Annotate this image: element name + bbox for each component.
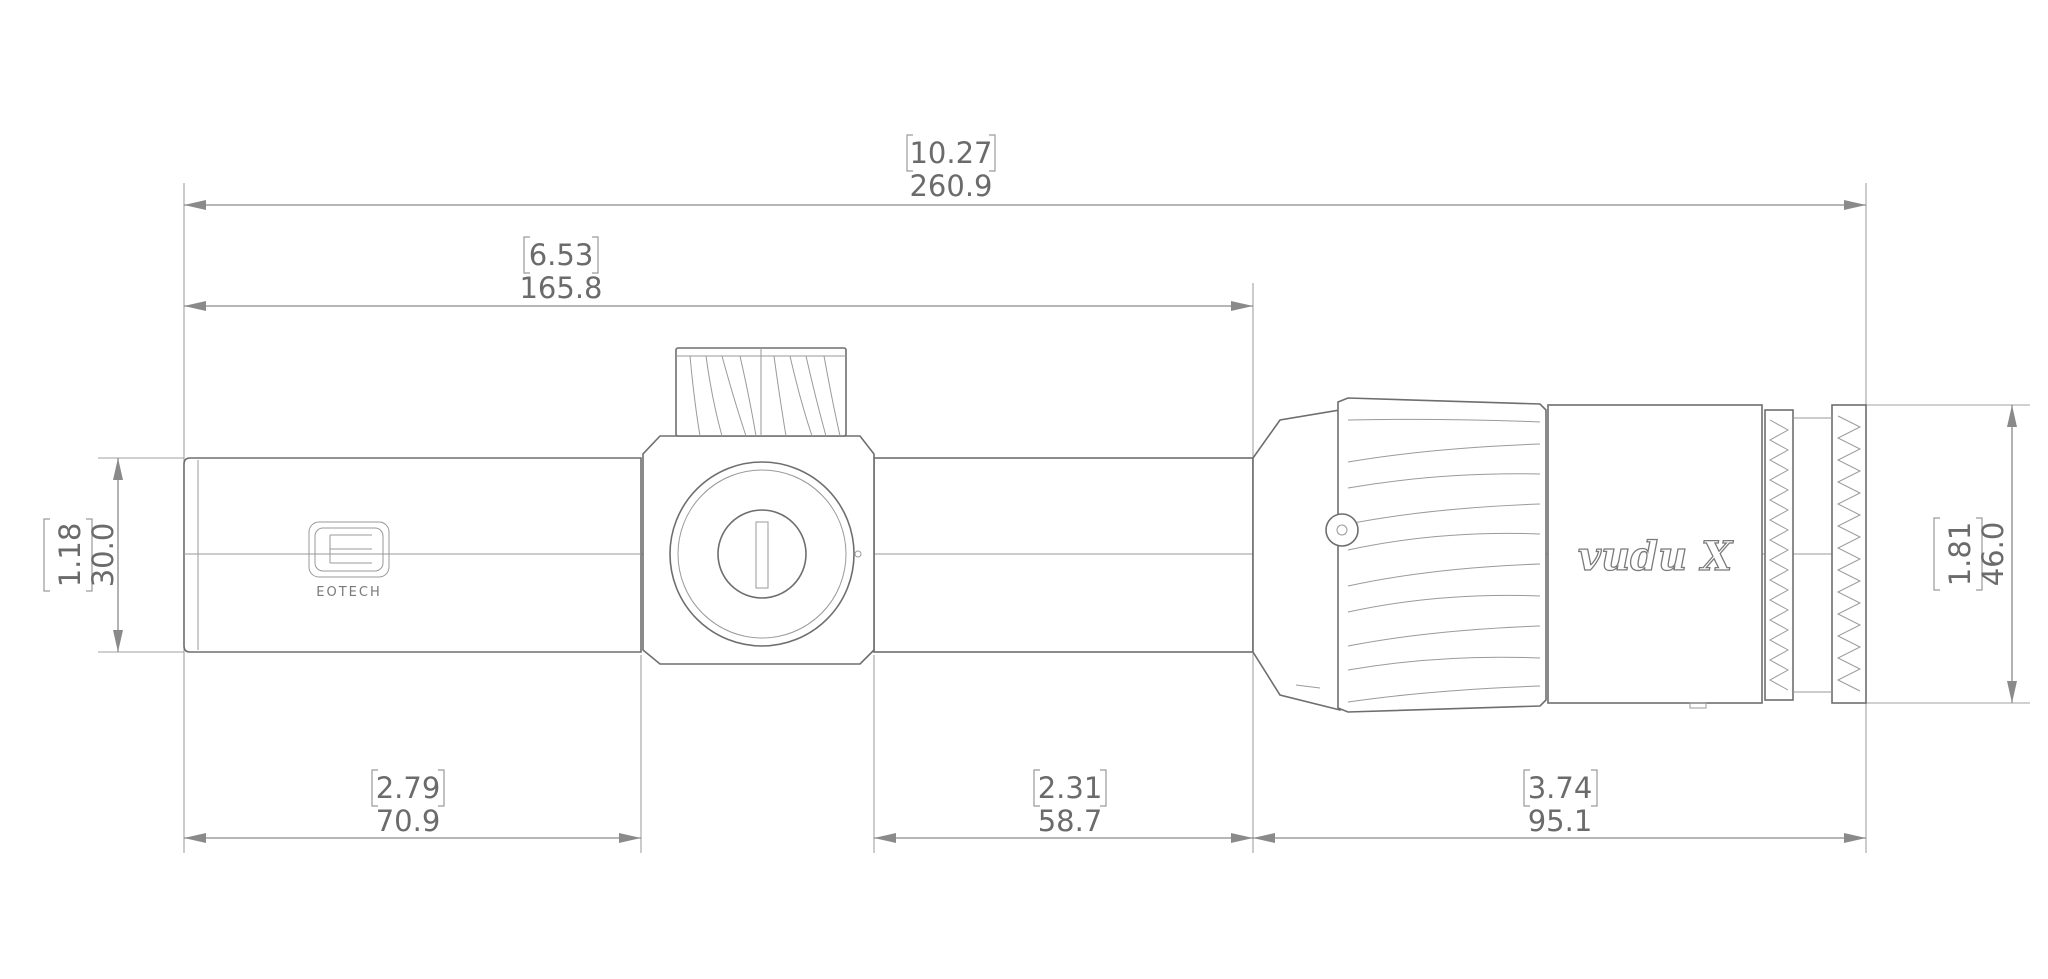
magnification-ring [1325,397,1547,713]
dimension-lines [98,183,2030,853]
rear-tube [873,457,1254,653]
overall-length-dim-line [184,200,1866,210]
scope-body: EOTECH vudu X [183,347,1867,713]
eyepiece-mm: 95.1 [1528,804,1593,838]
front-tube-inch: 2.79 [376,771,441,805]
turret-length-dim-line [184,301,1253,311]
turret-length-inch: 6.53 [529,238,594,272]
eyepiece-diameter-mm: 46.0 [1976,522,2010,587]
elevation-turret [675,347,847,437]
eyepiece-diameter-dim-line [2007,405,2017,703]
eyepiece-body [1547,404,1763,704]
diopter-ring [1764,404,1867,704]
eyepiece-inch: 3.74 [1528,771,1593,805]
maker-logo-text: EOTECH [316,585,381,600]
overall-length-mm: 260.9 [909,169,992,203]
side-turret [669,461,862,647]
tube-diameter-mm: 30.0 [86,523,120,588]
eyepiece-dim-line [1253,833,1866,843]
overall-length-inch: 10.27 [909,136,992,170]
rear-tube-dim-line [874,833,1253,843]
rear-tube-mm: 58.7 [1038,804,1103,838]
turret-length-mm: 165.8 [519,271,602,305]
front-tube-mm: 70.9 [376,804,441,838]
product-logo-text: vudu X [1578,533,1734,580]
dimension-labels: 10.27 260.9 6.53 165.8 2.79 70.9 2.31 58… [43,134,2010,838]
front-tube-dim-line [184,833,641,843]
eyepiece-diameter-inch: 1.81 [1943,522,1977,587]
tube-diameter-inch: 1.18 [53,523,87,588]
tube-diameter-dim-line [113,458,123,652]
front-tube [183,457,642,653]
eotech-logo: EOTECH [308,521,390,600]
rear-tube-inch: 2.31 [1038,771,1103,805]
eyepiece-taper [1252,409,1341,712]
